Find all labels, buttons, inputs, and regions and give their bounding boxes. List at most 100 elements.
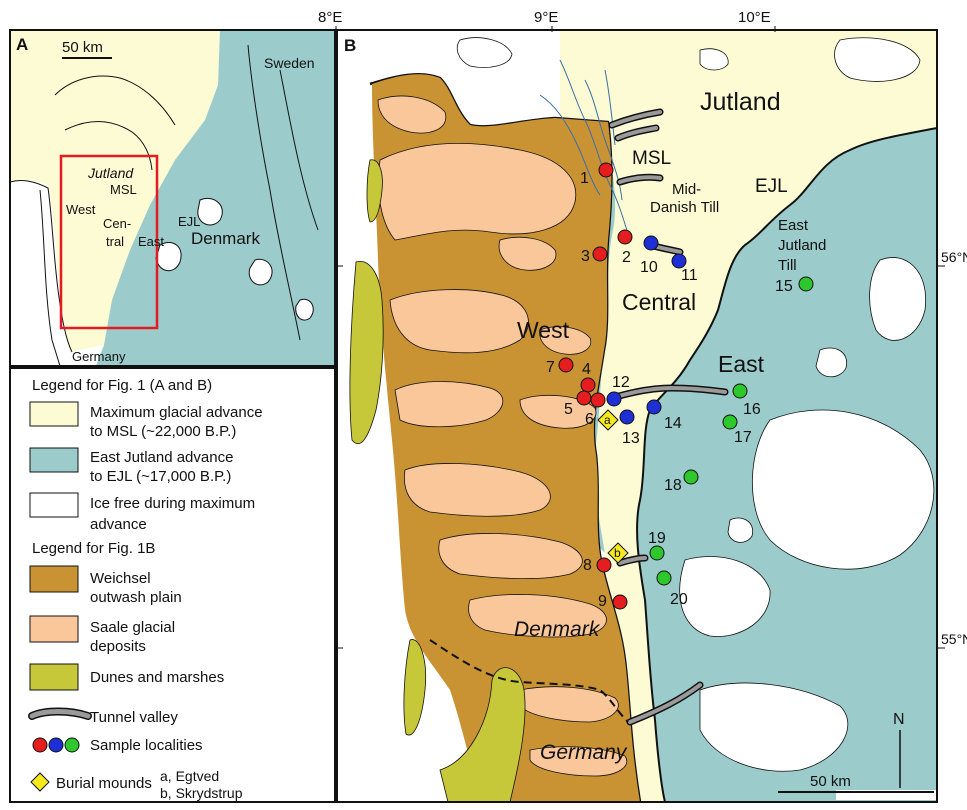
- panel-a-label-germany: Germany: [72, 349, 126, 364]
- sample-13-marker: [619, 409, 635, 425]
- legend-tunnel-valley: Tunnel valley: [90, 709, 178, 726]
- panel-b-letter: B: [344, 36, 356, 55]
- sample-20-marker: [656, 570, 672, 586]
- sample-15-label: 15: [775, 278, 793, 295]
- sample-14-marker: [646, 399, 662, 415]
- panel-a-study-area-box: [59, 154, 159, 330]
- panel-b-label-mid-danish-1: Mid-: [672, 181, 701, 198]
- legend-dunes: Dunes and marshes: [90, 669, 224, 686]
- sample-12-marker: [606, 391, 622, 407]
- panel-b-tunnel-valleys: [608, 108, 729, 726]
- legend-msl-line1: Maximum glacial advance: [90, 404, 263, 421]
- panel-b-sample-labels: 1 2 3 4 5 6 7 8 9 10 11 12 13 14 15 16 1…: [546, 170, 793, 610]
- panel-a-letter: A: [16, 35, 28, 54]
- panel-b-label-germany: Germany: [540, 741, 628, 764]
- sample-2-marker: [617, 229, 633, 245]
- legend-sample-blue: [48, 737, 64, 753]
- sample-4-label: 4: [582, 361, 591, 378]
- panel-b-label-ejl: EJL: [755, 176, 788, 197]
- panel-b-label-central: Central: [622, 289, 696, 315]
- panel-a-islands: [155, 198, 314, 321]
- scale-bar-label: 50 km: [810, 773, 851, 790]
- sample-3-marker: [592, 246, 608, 262]
- panel-a-label-sweden: Sweden: [264, 55, 315, 71]
- sample-6-marker: [590, 392, 606, 408]
- sample-1-label: 1: [580, 170, 589, 187]
- panel-b-frame: [336, 29, 938, 803]
- sample-11-marker: [671, 253, 687, 269]
- sample-10-label: 10: [640, 259, 658, 276]
- lon-label-9e: 9°E: [534, 9, 558, 26]
- legend-swatch-ice-free: [29, 492, 79, 518]
- legend-sample-red: [32, 737, 48, 753]
- legend-title-ab: Legend for Fig. 1 (A and B): [32, 377, 212, 394]
- panel-b-islands: [679, 257, 935, 772]
- sample-8-label: 8: [583, 557, 592, 574]
- panel-a-coastlines: [9, 44, 319, 367]
- panel-a-msl-region: [10, 30, 220, 352]
- sample-2-label: 2: [622, 249, 631, 266]
- sample-17-marker: [722, 414, 738, 430]
- panel-a: A 50 km Sweden Jutland MSL West Cen- tra…: [9, 29, 336, 367]
- panel-b-burial-mounds: a b: [597, 409, 629, 564]
- legend-ice-free-line1: Ice free during maximum: [90, 495, 255, 512]
- sample-5-marker: [576, 390, 592, 406]
- sample-17-label: 17: [734, 429, 752, 446]
- sample-4-marker: [580, 377, 596, 393]
- mound-b-marker: [607, 542, 629, 564]
- sample-20-label: 20: [670, 591, 688, 608]
- sample-18-label: 18: [664, 477, 682, 494]
- legend-ejl-line2: to EJL (~17,000 B.P.): [90, 468, 231, 485]
- grid-ticks: [335, 26, 945, 649]
- legend-sample-localities: Sample localities: [90, 737, 203, 754]
- mound-b-label: b: [614, 546, 621, 560]
- panel-b-label-east: East: [718, 351, 765, 377]
- panel-b-label-jutland: Jutland: [700, 88, 781, 116]
- lon-label-8e: 8°E: [318, 9, 342, 26]
- sample-9-label: 9: [598, 593, 607, 610]
- lat-label-55n: 55°N: [941, 631, 967, 647]
- legend: Legend for Fig. 1 (A and B) Maximum glac…: [9, 367, 336, 803]
- lon-label-10e: 10°E: [738, 9, 771, 26]
- sample-8-marker: [596, 557, 612, 573]
- panel-b-lakes: [456, 37, 921, 82]
- sample-19-label: 19: [648, 530, 666, 547]
- sample-15-marker: [798, 276, 814, 292]
- legend-outwash-line1: Weichsel: [90, 570, 151, 587]
- legend-swatch-ejl: [29, 447, 79, 473]
- panel-a-label-jutland: Jutland: [87, 165, 134, 181]
- panel-a-scale-label: 50 km: [62, 39, 103, 56]
- sample-14-label: 14: [664, 415, 682, 432]
- panel-a-label-central-2: tral: [106, 234, 124, 249]
- sample-16-marker: [732, 383, 748, 399]
- panel-a-label-denmark: Denmark: [191, 229, 260, 248]
- sample-1-marker: [598, 162, 614, 178]
- panel-b-label-east-jutland-1: East: [778, 217, 809, 234]
- sample-10-marker: [643, 235, 659, 251]
- legend-sample-green: [64, 737, 80, 753]
- legend-mound-symbol: [30, 772, 50, 792]
- legend-swatch-saale: [29, 615, 79, 643]
- panel-b-scale-bar: 50 km: [778, 773, 936, 800]
- sample-13-label: 13: [622, 430, 640, 447]
- panel-a-label-east: East: [138, 234, 164, 249]
- panel-b-msl-region: [372, 30, 937, 802]
- panel-b-label-east-jutland-3: Till: [778, 257, 797, 274]
- sample-3-label: 3: [581, 248, 590, 265]
- panel-b-ejl-line: [636, 127, 938, 803]
- panel-b-north-arrow: N: [893, 711, 905, 788]
- legend-mound-a: a, Egtved: [160, 768, 219, 784]
- sample-18-marker: [683, 469, 699, 485]
- panel-b-saale-deposits: [377, 95, 628, 777]
- sample-19-marker: [649, 545, 665, 561]
- legend-mound-b: b, Skrydstrup: [160, 785, 243, 801]
- panel-a-label-msl: MSL: [110, 182, 137, 197]
- legend-msl-line2: to MSL (~22,000 B.P.): [90, 423, 236, 440]
- legend-saale-line2: deposits: [90, 638, 146, 655]
- sample-9-marker: [612, 594, 628, 610]
- panel-b-label-denmark: Denmark: [514, 618, 601, 641]
- sample-11-label: 11: [681, 267, 698, 284]
- legend-swatch-outwash: [29, 565, 79, 593]
